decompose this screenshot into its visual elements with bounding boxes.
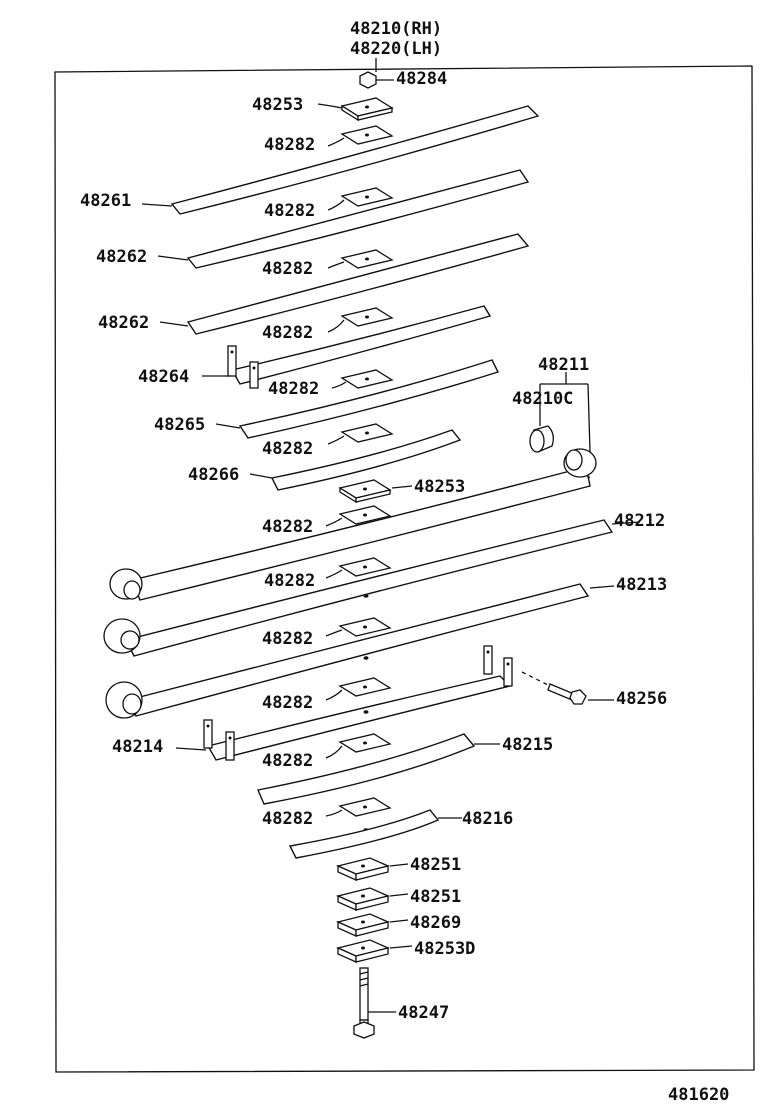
pad-48253-mid (338, 479, 413, 504)
leaf-48262-1 (157, 169, 530, 269)
label-48282-11: 48282 (262, 751, 313, 771)
label-48282-8: 48282 (264, 571, 315, 591)
bushing-callout-48211 (539, 372, 591, 453)
label-48266: 48266 (188, 465, 239, 485)
pad-48282-9 (325, 617, 392, 637)
spacer-48251-2 (336, 887, 409, 912)
label-48251-1: 48251 (410, 855, 461, 875)
label-48265: 48265 (154, 415, 205, 435)
label-48253-top: 48253 (252, 95, 303, 115)
label-48282-10: 48282 (262, 693, 313, 713)
pad-48282-3 (327, 249, 394, 269)
pad-48253-top (317, 97, 394, 122)
label-48282-9: 48282 (262, 629, 313, 649)
label-48211: 48211 (538, 355, 589, 375)
leaf-48264 (202, 305, 492, 389)
label-48264: 48264 (138, 367, 189, 387)
assembly-label-lh: 48220(LH) (350, 39, 442, 59)
label-48210C: 48210C (512, 389, 573, 409)
label-48215: 48215 (502, 735, 553, 755)
label-48216: 48216 (462, 809, 513, 829)
leaf-48216 (288, 809, 462, 859)
pad-48282-7 (325, 505, 392, 527)
bolt-axis-hole (363, 594, 369, 598)
pad-48282-6 (327, 423, 394, 445)
pad-48282-1 (327, 125, 394, 147)
label-48251-2: 48251 (410, 887, 461, 907)
pad-48282-2 (327, 187, 394, 211)
leaf-48215 (257, 733, 500, 805)
spacer-48269 (336, 913, 409, 938)
label-48282-12: 48282 (262, 809, 313, 829)
figure-code: 481620 (668, 1085, 729, 1105)
center-bolt-48247 (353, 967, 396, 1039)
label-48282-5: 48282 (268, 379, 319, 399)
pad-48282-12 (325, 797, 392, 817)
pad-48282-11 (325, 733, 392, 759)
label-48253D: 48253D (414, 939, 475, 959)
label-48213: 48213 (616, 575, 667, 595)
label-48214: 48214 (112, 737, 163, 757)
pad-48282-8 (325, 557, 392, 579)
bolt-48256 (521, 671, 614, 705)
label-48247: 48247 (398, 1003, 449, 1023)
nut-48284 (359, 71, 394, 89)
label-48282-3: 48282 (262, 259, 313, 279)
label-48282-7: 48282 (262, 517, 313, 537)
bolt-axis-hole (363, 656, 369, 660)
label-48253-mid: 48253 (414, 477, 465, 497)
label-48282-6: 48282 (262, 439, 313, 459)
label-48269: 48269 (410, 913, 461, 933)
leaf-48212 (103, 519, 641, 657)
leaf-48265 (215, 359, 499, 439)
leaf-48261 (141, 105, 540, 215)
leaf-48262-2 (159, 233, 530, 335)
label-48256: 48256 (616, 689, 667, 709)
pad-48282-10 (325, 677, 392, 701)
label-48262-1: 48262 (96, 247, 147, 267)
pad-48253D (336, 939, 413, 964)
assembly-label-rh: 48210(RH) (350, 19, 442, 39)
pad-48282-4 (327, 307, 394, 333)
label-48282-2: 48282 (264, 201, 315, 221)
bushing-48210C (529, 425, 554, 453)
main-leaf-48211 (109, 448, 597, 601)
spacer-48251-1 (336, 857, 409, 882)
label-48262-2: 48262 (98, 313, 149, 333)
diagram-frame (54, 65, 755, 1073)
label-48282-4: 48282 (262, 323, 313, 343)
bolt-axis-hole (363, 710, 369, 714)
pad-48282-5 (331, 369, 394, 389)
leaf-48213 (105, 583, 615, 719)
label-48282-1: 48282 (264, 135, 315, 155)
label-48261: 48261 (80, 191, 131, 211)
leaf-48214 (175, 645, 513, 761)
label-48212: 48212 (614, 511, 665, 531)
leaf-48266 (249, 429, 462, 491)
label-48284: 48284 (396, 69, 447, 89)
